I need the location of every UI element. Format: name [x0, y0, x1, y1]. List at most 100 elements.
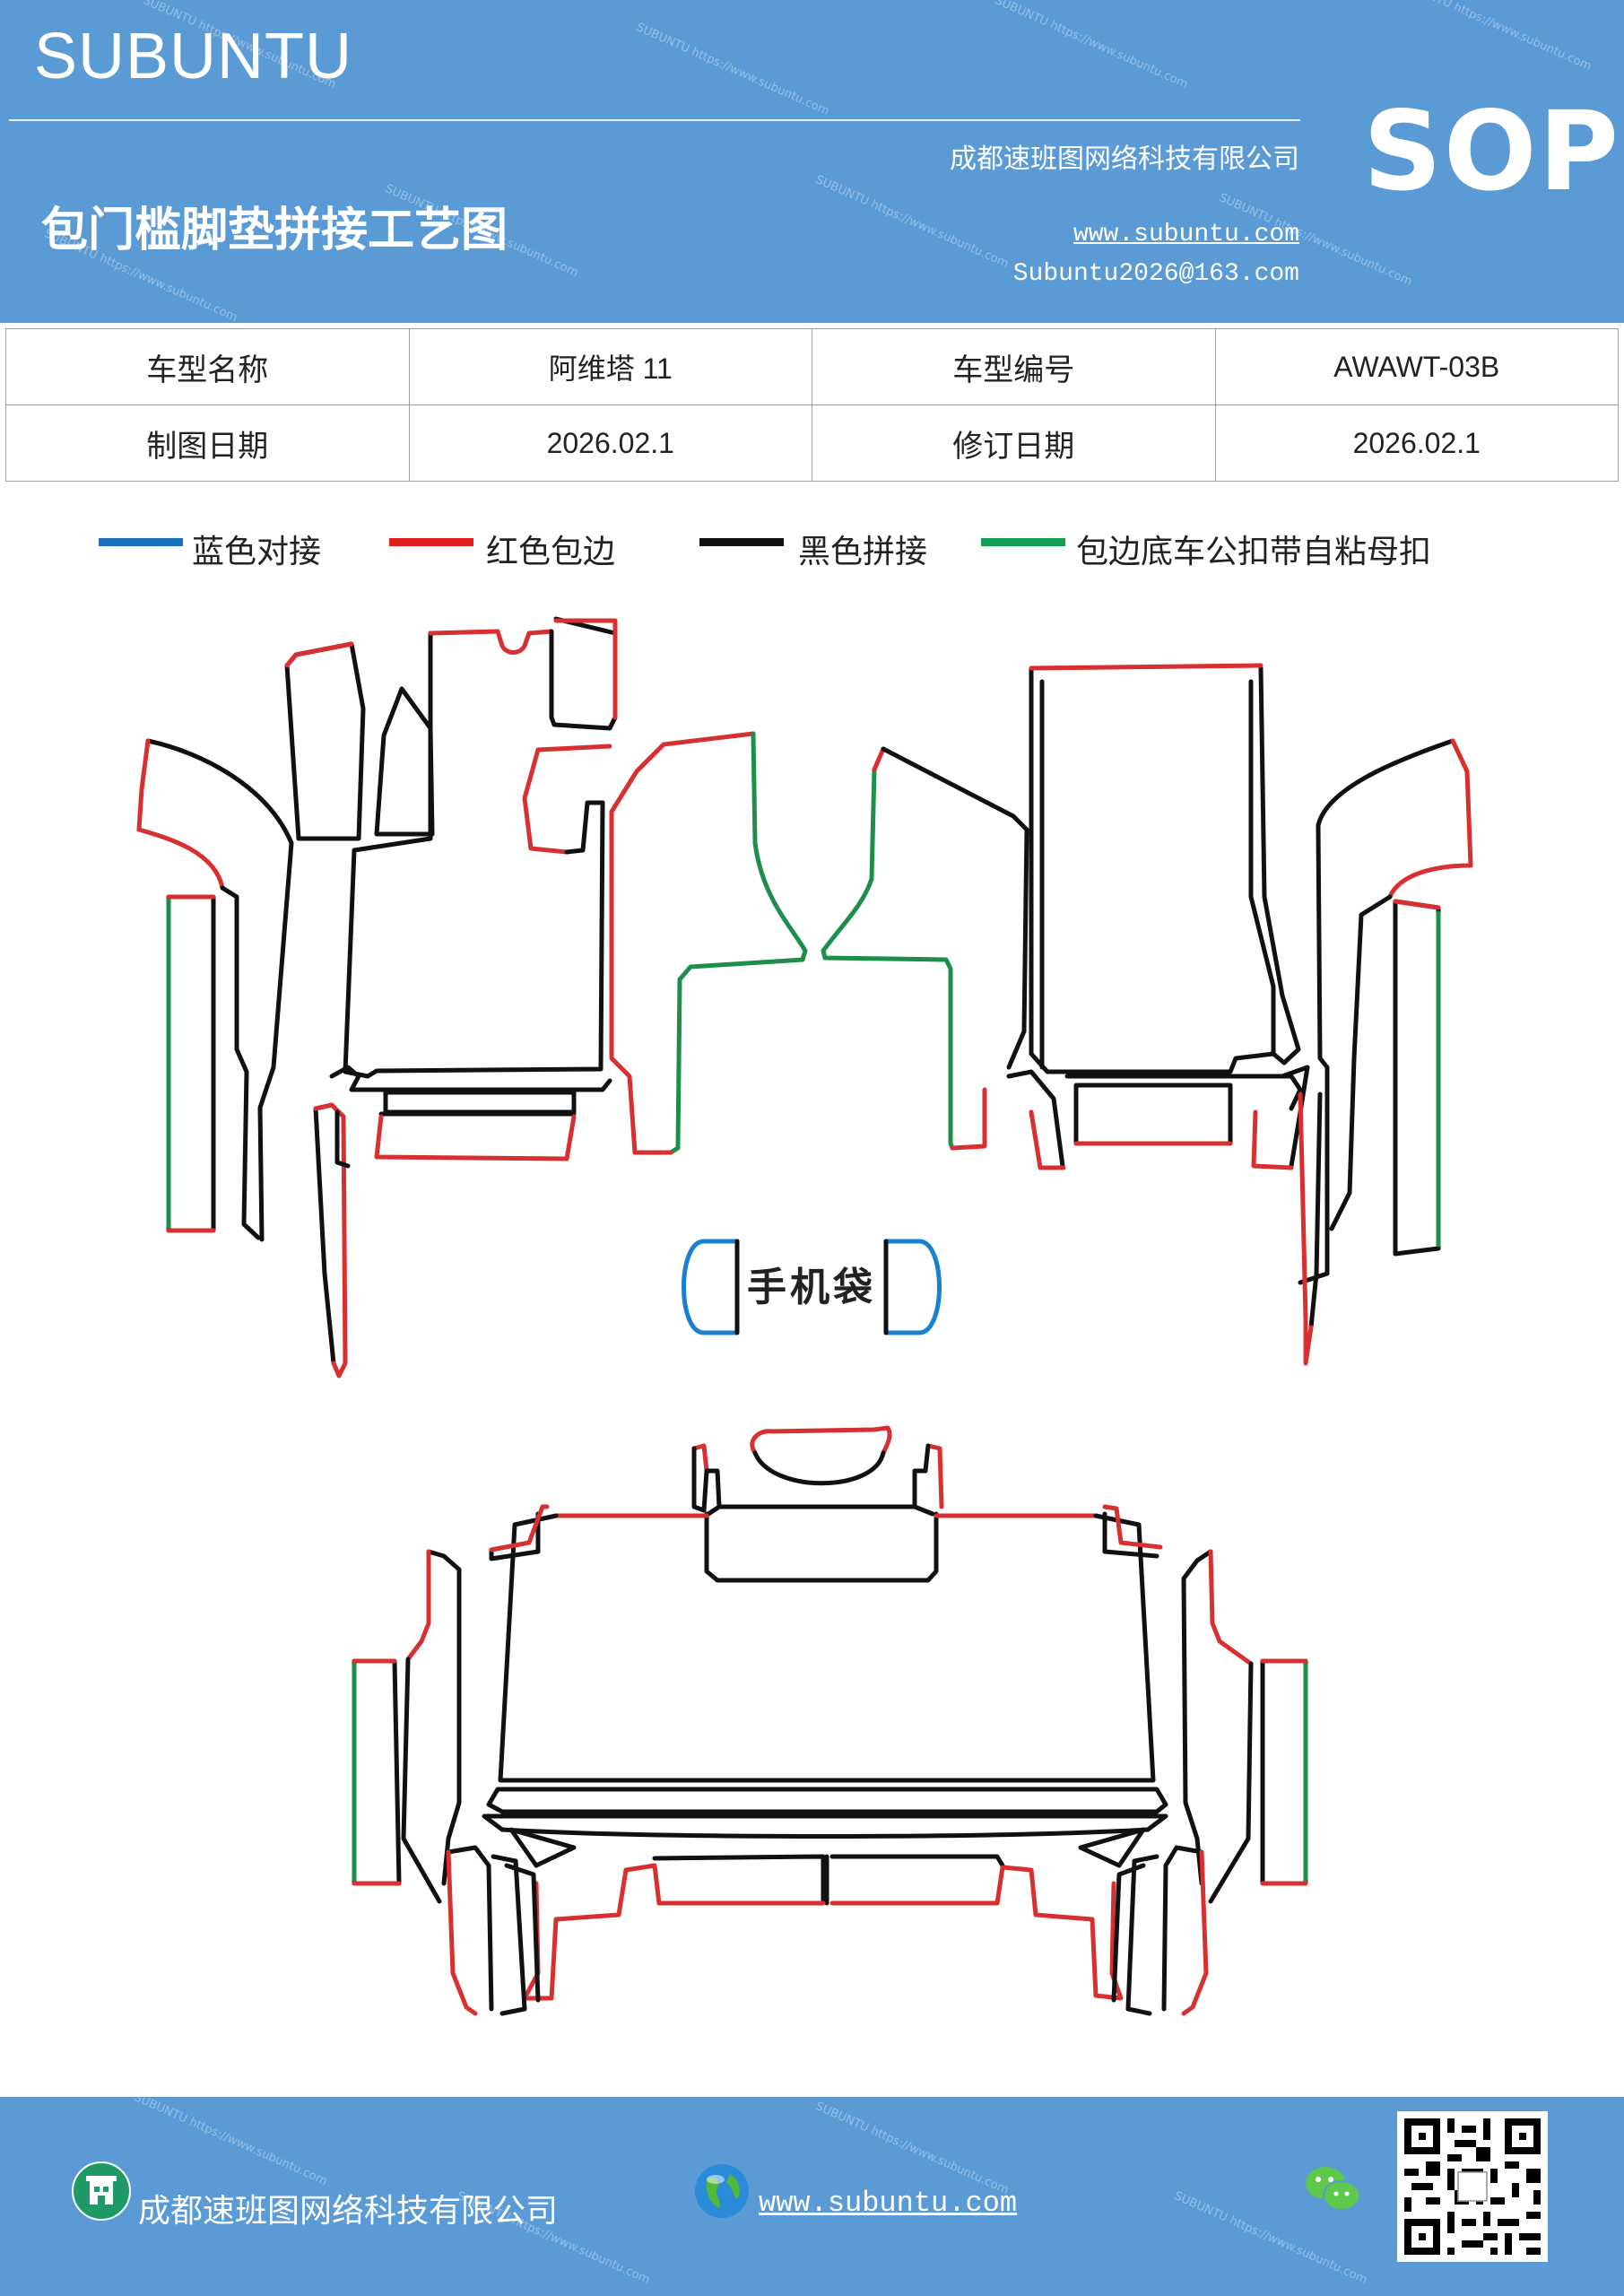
- rear-left-wedge: [508, 1827, 577, 1868]
- rear-bottom-left-panel: [652, 1854, 826, 1904]
- phone-bag-right: [883, 1239, 942, 1335]
- front-left-mid-black: [564, 800, 605, 855]
- front-left-vertical-strip-red: [313, 1102, 348, 1378]
- driver-tray-right: [1280, 1065, 1310, 1169]
- model-name-value: 阿维塔 11: [408, 328, 812, 405]
- vehicle-info-table: 车型名称 阿维塔 11 车型编号 AWAWT-03B 制图日期 2026.02.…: [5, 328, 1619, 482]
- legend-label: 黑色拼接: [798, 534, 928, 570]
- driver-tray-lower: [1064, 1074, 1303, 1111]
- driver-mat-inner: [1248, 679, 1276, 1057]
- model-code-label: 车型编号: [812, 328, 1216, 405]
- brand-name: SUBUNTU: [34, 21, 353, 92]
- rear-hump-top: [750, 1425, 892, 1456]
- website-link[interactable]: www.subuntu.com: [1073, 221, 1299, 248]
- driver-mat-top-red: [1029, 663, 1264, 671]
- floor-mat-diagram: 手机袋: [136, 616, 1473, 2016]
- legend-label: 包边底车公扣带自粘母扣: [1076, 534, 1432, 570]
- left-outer-sill-edge: [136, 738, 225, 891]
- right-long-strip: [1393, 899, 1441, 1257]
- line-legend: 蓝色对接 红色包边 黑色拼接 包边底车公扣带自粘母扣: [0, 526, 1624, 572]
- front-right-mat: [609, 663, 1473, 1366]
- watermark: SUBUNTU https://www.subuntu.com: [132, 2097, 329, 2188]
- front-left-bottom-bar: [329, 1065, 612, 1092]
- right-outer-sill-inner: [1329, 894, 1393, 1231]
- footer-website-link[interactable]: www.subuntu.com: [759, 2187, 1018, 2220]
- center-right-tunnel-green: [821, 767, 955, 1151]
- center-left-tunnel-green: [668, 731, 808, 1155]
- rear-console-top: [706, 1504, 935, 1517]
- rear-left-vertical-2: [491, 1854, 527, 2016]
- revise-date-value: 2026.02.1: [1214, 404, 1619, 482]
- rear-bottom-red: [522, 1863, 826, 2001]
- front-left-tray-red: [374, 1114, 577, 1161]
- front-left-mat: [136, 616, 618, 1378]
- right-long-strip-red: [1393, 899, 1441, 910]
- right-vertical-strip-red: [1298, 1091, 1314, 1366]
- driver-tray: [1073, 1083, 1233, 1146]
- left-sill-lower: [220, 885, 261, 1240]
- watermark: SUBUNTU https://www.subuntu.com: [993, 0, 1190, 91]
- document-title: 包门槛脚垫拼接工艺图: [41, 203, 508, 257]
- driver-tray-left: [1006, 1069, 1065, 1169]
- rear-bottom-red: [829, 1865, 1124, 2001]
- left-outer-sill: [145, 738, 294, 1242]
- left-upper-flap-red: [284, 641, 354, 668]
- right-outer-sill: [1298, 738, 1455, 1285]
- rear-mat: [352, 1425, 1308, 2016]
- rear-left-long-strip: [352, 1658, 402, 1886]
- rear-hump-inner: [752, 1450, 886, 1486]
- legend-label: 红色包边: [486, 534, 616, 570]
- rear-right-outer-sill: [1181, 1549, 1213, 1886]
- rear-left-outer-sill: [426, 1549, 462, 1886]
- rear-hump-left-tab: [691, 1443, 709, 1474]
- right-outer-sill-red: [1387, 738, 1473, 900]
- rear-right-vertical-2: [1125, 1854, 1159, 2016]
- table-row: 车型名称 阿维塔 11 车型编号 AWAWT-03B: [5, 328, 1619, 405]
- watermark: SUBUNTU https://www.subuntu.com: [813, 2100, 1011, 2197]
- wechat-icon: [1306, 2167, 1360, 2211]
- phone-bag-label: 手机袋: [747, 1265, 876, 1310]
- rear-bottom-right-panel: [829, 1854, 1005, 1868]
- watermark: SUBUNTU https://www.subuntu.com: [813, 173, 1011, 271]
- left-upper-flap-inner: [374, 686, 435, 837]
- center-right-tunnel-black: [881, 746, 1029, 1070]
- front-left-right-notch: [549, 616, 618, 731]
- front-left-main-top: [428, 629, 554, 655]
- rear-main-outline: [498, 1513, 1156, 1783]
- center-right-tunnel-red-bottom: [950, 1087, 987, 1151]
- front-left-main: [343, 631, 605, 1079]
- rear-right-outer-sill-inner: [1208, 1661, 1254, 1904]
- building-icon: [72, 2161, 131, 2221]
- rear-right-vertical: [1161, 1845, 1204, 2012]
- model-name-label: 车型名称: [5, 328, 410, 405]
- driver-tray-left-red: [1029, 1109, 1066, 1170]
- center-left-tunnel-red: [609, 731, 756, 1155]
- draw-date-label: 制图日期: [5, 404, 410, 482]
- sop-label: SOP: [1363, 88, 1620, 215]
- front-left-right-notch-red: [553, 618, 618, 720]
- rear-console: [704, 1511, 939, 1583]
- rear-left-vertical-3: [504, 1863, 541, 2003]
- rear-left-vertical: [446, 1845, 494, 2012]
- driver-tray-right-red: [1251, 1109, 1294, 1170]
- rear-hump-left-tab-black: [691, 1446, 722, 1513]
- rear-right-vertical-3: [1111, 1863, 1146, 2003]
- globe-icon: [695, 2164, 749, 2218]
- rear-left-outer-sill-red: [405, 1549, 431, 1662]
- front-left-mid-red: [522, 744, 612, 855]
- rear-left-outer-sill-inner: [401, 1657, 442, 1904]
- legend-swatch: [699, 538, 784, 546]
- rear-right-small-tab: [1102, 1511, 1159, 1559]
- footer-banner: SUBUNTU https://www.subuntu.com SUBUNTU …: [0, 2097, 1624, 2296]
- rear-hump-right-tab-black: [912, 1443, 931, 1509]
- legend-swatch: [389, 538, 473, 546]
- header-banner: SUBUNTU https://www.subuntu.com SUBUNTU …: [0, 0, 1624, 323]
- model-code-value: AWAWT-03B: [1214, 328, 1619, 405]
- legend-swatch: [981, 538, 1065, 546]
- front-left-vertical-strip: [313, 1106, 336, 1366]
- rear-left-vertical-red: [446, 1849, 478, 2016]
- table-row: 制图日期 2026.02.1 修订日期 2026.02.1: [5, 404, 1619, 482]
- front-left-vertical-small: [334, 1109, 351, 1169]
- rear-left-small-tab-red: [489, 1504, 550, 1552]
- rear-hump-right-tab: [925, 1443, 944, 1509]
